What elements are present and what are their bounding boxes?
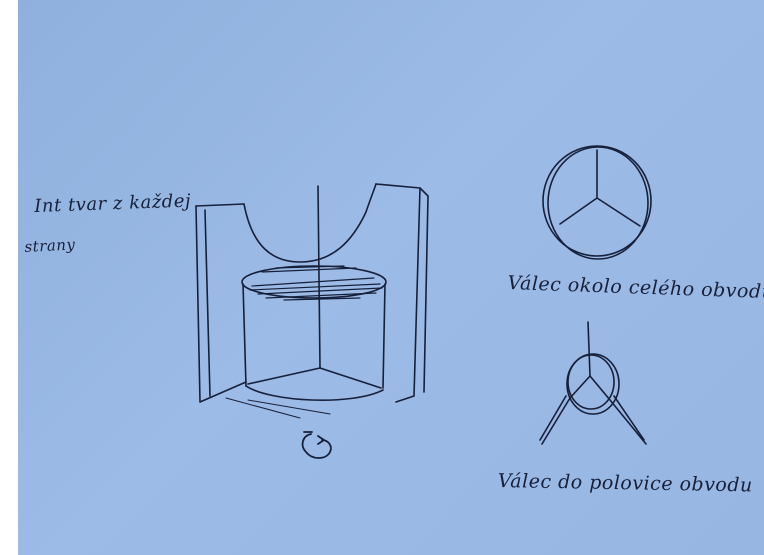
mold-left-wall xyxy=(196,206,246,402)
cylinder-bottom xyxy=(246,386,383,400)
half-cylinder-diagram xyxy=(540,322,646,444)
half-cylinder-caption: Válec do polovice obvodu xyxy=(498,470,753,496)
inner-shape-note-line2: strany xyxy=(24,235,76,256)
mold-sketch xyxy=(196,184,428,418)
mold-center-line xyxy=(318,186,320,368)
full-cylinder-diagram xyxy=(543,146,651,259)
mold-inner-curve xyxy=(244,184,376,262)
rotation-arrow-icon xyxy=(303,432,331,458)
